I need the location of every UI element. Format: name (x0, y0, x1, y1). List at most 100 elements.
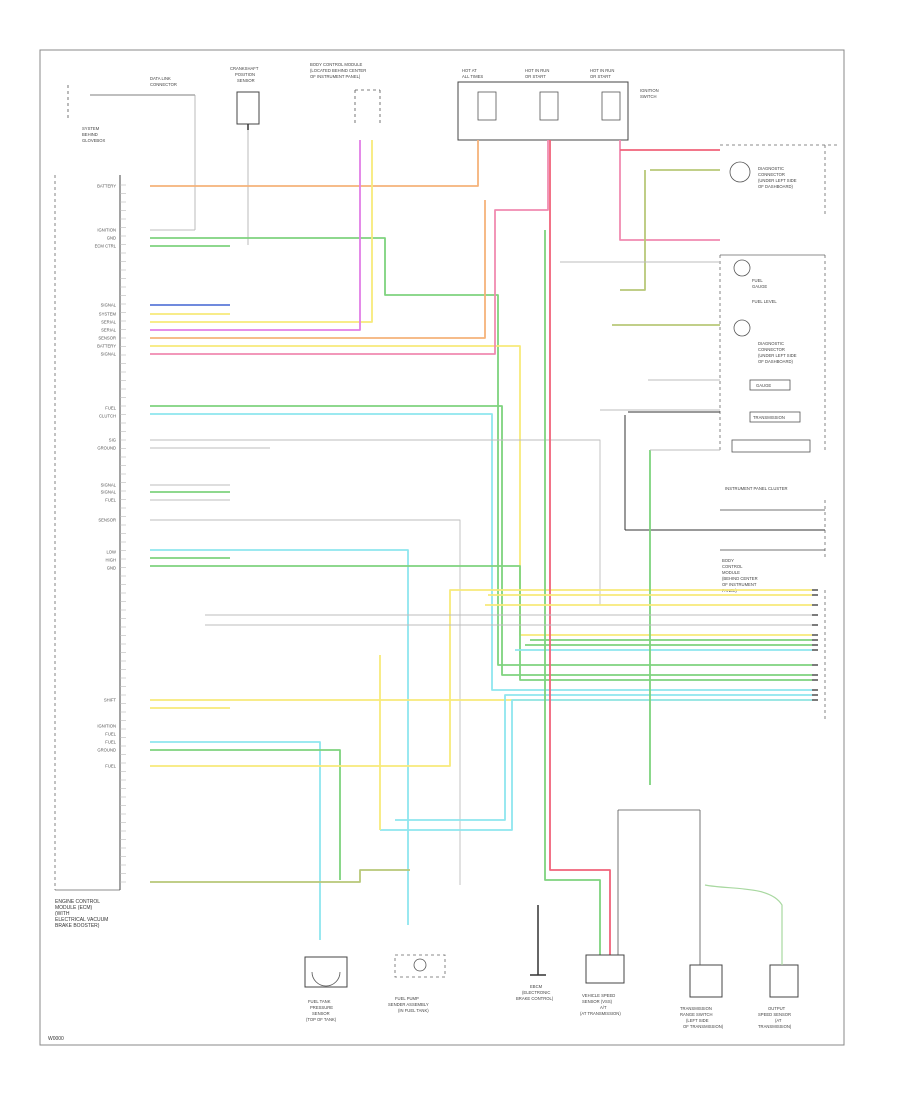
wire-orange-8 (150, 200, 486, 339)
wire-olive-38 (620, 170, 646, 291)
wire-pink-35 (619, 140, 720, 241)
ip-cluster-label: INSTRUMENT PANEL CLUSTER (725, 486, 788, 491)
crankshaft-sensor: CRANKSHAFT POSITION SENSOR (230, 66, 260, 245)
diag-conn2-label-3: (UNDER LEFT SIDE (758, 353, 797, 358)
gauge-label: GAUGE (756, 383, 771, 388)
data-link-label-1: DATA LINK (150, 76, 171, 81)
wire-harness (150, 140, 818, 955)
wire-yellow-9 (150, 345, 812, 636)
ecm-pin-label: CLUTCH (99, 414, 116, 419)
connector-label-2: BEHIND (82, 132, 98, 137)
fuse-b-label-1: HOT IN RUN (525, 68, 549, 73)
vss-label-2: SENSOR (VSS) (582, 999, 613, 1004)
bcm-right-label-2: CONTROL (722, 564, 743, 569)
ecm-pin-label: IGNITION (97, 724, 116, 729)
bcm-right-label-1: BODY (722, 558, 734, 563)
ecm-pin-label: FUEL (105, 764, 116, 769)
trs-label-4: OF TRANSMISSION) (683, 1024, 724, 1029)
diag-conn2-label-1: DIAGNOSTIC (758, 341, 784, 346)
diagram-frame (39, 49, 845, 1046)
fuel-gauge-label-1: FUEL (752, 278, 763, 283)
ecm-pin-label: SIGNAL (101, 352, 117, 357)
ecm-pin-label: SIGNAL (101, 303, 117, 308)
data-link-label-2: CONNECTOR (150, 82, 177, 87)
vss-label-1: VEHICLE SPEED (582, 993, 615, 998)
ftp-label-2: PRESSURE (310, 1005, 333, 1010)
ecm-label-2: MODULE (ECM) (55, 905, 93, 911)
bcm-right-label-3: MODULE (722, 570, 740, 575)
fuel-level-label: FUEL LEVEL (752, 299, 777, 304)
wire-gray-18 (150, 519, 461, 885)
ecm-label-5: BRAKE BOOSTER) (55, 923, 100, 929)
fuse-a-label-1: HOT AT (462, 68, 477, 73)
bcm-right-label-4: (BEHIND CENTER (722, 576, 758, 581)
bottom-components: FUEL TANK PRESSURE SENSOR (TOP OF TANK) … (304, 809, 799, 1029)
diag-conn-label-2: CONNECTOR (758, 172, 785, 177)
ecm-pin-label: SENSOR (98, 336, 116, 341)
ecm-pin-label: SIGNAL (101, 483, 117, 488)
wire-cyan-29 (395, 694, 812, 821)
ecm-pin-label: SIG (109, 438, 116, 443)
diag-conn2-label-4: OF DASHBOARD) (758, 359, 794, 364)
fuse-c-label-1: HOT IN RUN (590, 68, 614, 73)
diag-conn-label-4: OF DASHBOARD) (758, 184, 794, 189)
ecm-pin-label: SERIAL (101, 328, 117, 333)
ebcm-label-1: EBCM (530, 984, 543, 989)
ignition-label-2: SWITCH (640, 94, 657, 99)
ecm-pin-column (120, 184, 126, 883)
ecm-pin-label: BATTERY (97, 344, 116, 349)
fuse-b-label-2: OR START (525, 74, 546, 79)
fuel-pump-label-1: FUEL PUMP (395, 996, 419, 1001)
wire-cyan-19 (150, 549, 409, 925)
right-components: DIAGNOSTIC CONNECTOR (UNDER LEFT SIDE OF… (624, 144, 840, 720)
ecm-label-1: ENGINE CONTROL (55, 899, 100, 905)
ebcm-label-2: (ELECTRONIC (522, 990, 550, 995)
ignition-label-1: IGNITION (640, 88, 659, 93)
fuse-c-label-2: OR START (590, 74, 611, 79)
oss-label-4: TRANSMISSION) (758, 1024, 792, 1029)
wire-green-21 (150, 565, 812, 681)
ecm-pin-label: HIGH (106, 558, 116, 563)
ecm-pin-label: FUEL (105, 740, 116, 745)
body-control-module-top: BODY CONTROL MODULE (LOCATED BEHIND CENT… (310, 62, 381, 125)
wire-gray-13 (150, 439, 812, 606)
bcm-right-label-5: OF INSTRUMENT (722, 582, 757, 587)
ecm-pin-label: GROUND (97, 446, 116, 451)
wire-green-25 (150, 749, 341, 880)
ecm-pin-label: SIGNAL (101, 490, 117, 495)
wire-olive-27 (150, 869, 410, 883)
ecm-label-3: (WITH (55, 911, 70, 917)
ftp-label-4: (TOP OF TANK) (306, 1017, 337, 1022)
wire-green-2 (150, 237, 812, 666)
bcm-label-2: (LOCATED BEHIND CENTER (310, 68, 366, 73)
oss-label-2: SPEED SENSOR (758, 1012, 791, 1017)
vss-label-3: A/T (600, 1005, 607, 1010)
footer-code: W0000 (48, 1036, 64, 1042)
crank-label-2: POSITION (235, 72, 255, 77)
trs-label-1: TRANSMISSION (680, 1006, 712, 1011)
oss-label-3: (AT (775, 1018, 782, 1023)
transmission-label: TRANSMISSION (753, 415, 785, 420)
ecm-pin-label: GROUND (97, 748, 116, 753)
diag-conn-label-3: (UNDER LEFT SIDE (758, 178, 797, 183)
fuse-block: HOT AT ALL TIMES HOT IN RUN OR START HOT… (457, 68, 659, 141)
ecm-pin-label: LOW (106, 550, 116, 555)
diag-conn-label-1: DIAGNOSTIC (758, 166, 784, 171)
connector-label-3: GLOVEBOX (82, 138, 105, 143)
fuel-pump-label-2: SENDER ASSEMBLY (388, 1002, 429, 1007)
trs-label-2: RANGE SWITCH (680, 1012, 713, 1017)
data-link-connector: SYSTEM BEHIND GLOVEBOX DATA LINK CONNECT… (67, 76, 196, 230)
ecm-pin-label: ECM CTRL (95, 244, 117, 249)
ecm-pin-label: SERIAL (101, 320, 117, 325)
ecm-pin-label: IGNITION (97, 228, 116, 233)
ecm-pin-label: FUEL (105, 406, 116, 411)
fuse-a-label-2: ALL TIMES (462, 74, 483, 79)
ecm-pin-label: SHIFT (104, 698, 117, 703)
wire-yellow-6 (150, 140, 373, 323)
ebcm-label-3: BRAKE CONTROL) (516, 996, 554, 1001)
ecm-label-4: ELECTRICAL VACUUM (55, 917, 108, 923)
wire-cyan-28 (380, 699, 812, 831)
wire-cyan-12 (150, 413, 812, 691)
